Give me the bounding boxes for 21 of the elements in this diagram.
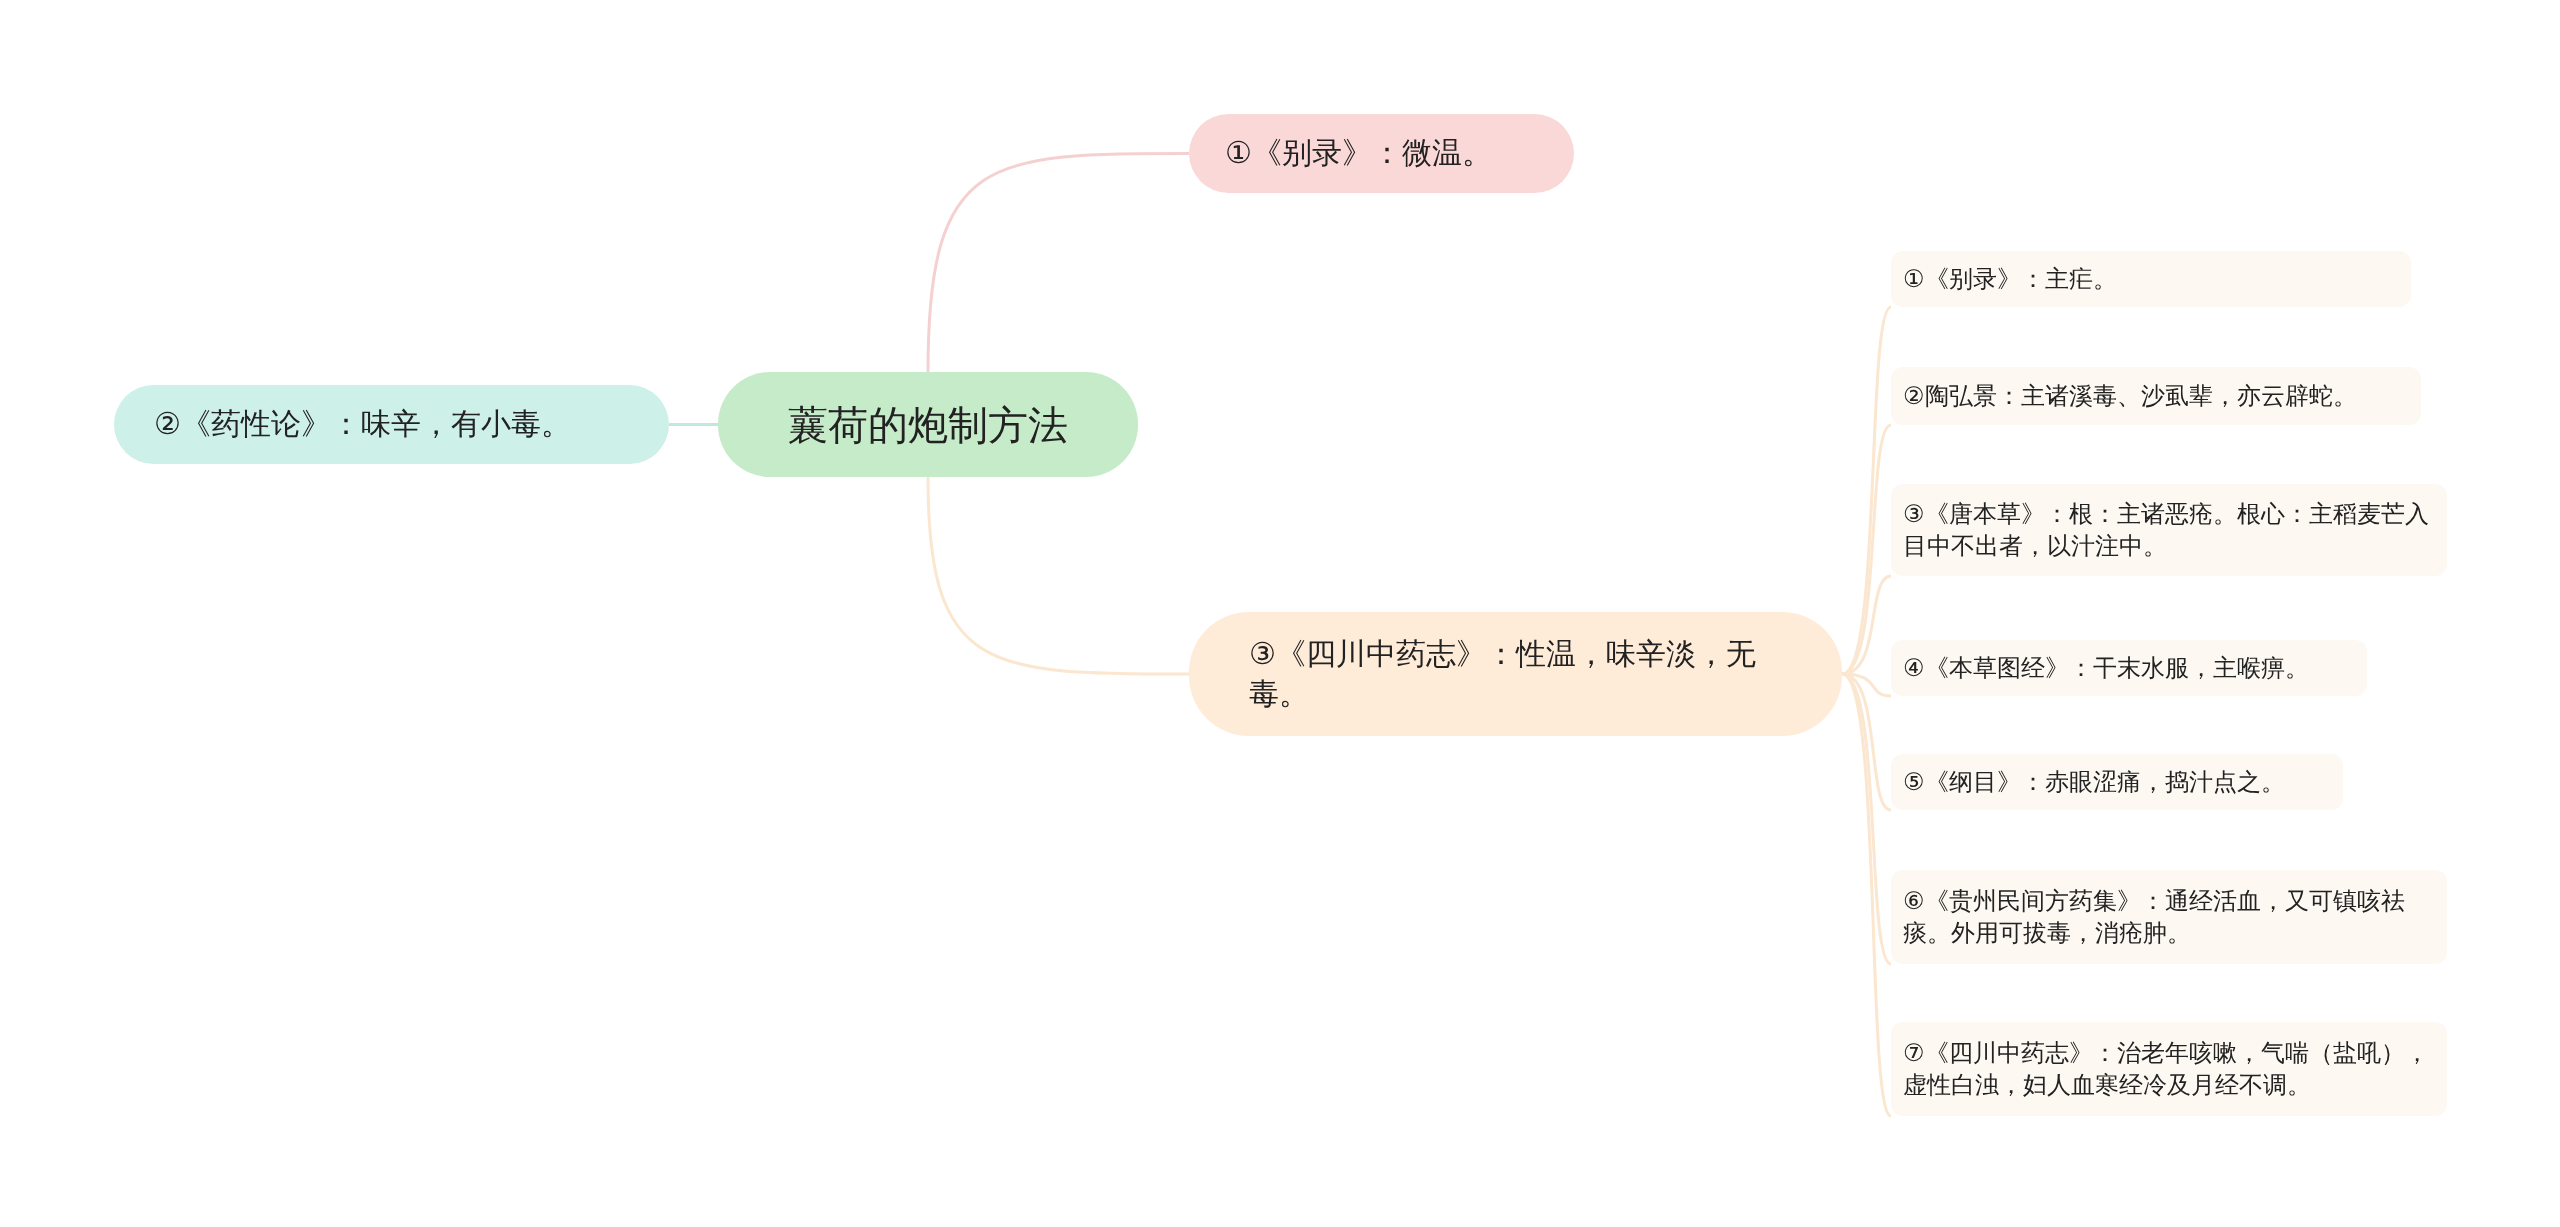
leaf-topic xyxy=(1891,870,2447,964)
connector-line xyxy=(926,152,1189,373)
leaf-topic xyxy=(1891,251,2411,307)
leaf-topic xyxy=(1891,367,2421,425)
topic-text: ⑥《贵州民间方药集》：通经活血，又可镇咳祛痰。外用可拔毒，消疮肿。 xyxy=(1903,885,2406,949)
leaf-topic xyxy=(1891,640,2367,696)
topic-text: ③《唐本草》：根：主诸恶疮。根心：主稻麦芒入目中不出者，以汁注中。 xyxy=(1903,498,2430,562)
topic-text: ③《四川中药志》：性温，味辛淡，无毒。 xyxy=(1249,634,1757,713)
topic-text: ②陶弘景：主诸溪毒、沙虱辈，亦云辟蛇。 xyxy=(1903,380,2357,412)
topic-text: ①《别录》：微温。 xyxy=(1225,134,1492,173)
topic-text: ⑤《纲目》：赤眼涩痛，捣汁点之。 xyxy=(1903,766,2285,798)
topic-text: ②《药性论》：味辛，有小毒。 xyxy=(154,405,571,444)
leaf-topic xyxy=(1891,484,2447,576)
topic-text: 蘘荷的炮制方法 xyxy=(788,400,1068,450)
leaf-topic xyxy=(1891,1022,2447,1116)
connector-line xyxy=(669,423,718,426)
topic-text: ⑦《四川中药志》：治老年咳嗽，气喘（盐吼），虚性白浊，妇人血寒经冷及月经不调。 xyxy=(1903,1037,2430,1101)
topic-text: ①《别录》：主疟。 xyxy=(1903,263,2117,295)
leaf-topic xyxy=(1891,754,2343,810)
connector-line xyxy=(926,476,1189,676)
topic-text: ④《本草图经》：干末水服，主喉痹。 xyxy=(1903,652,2309,684)
